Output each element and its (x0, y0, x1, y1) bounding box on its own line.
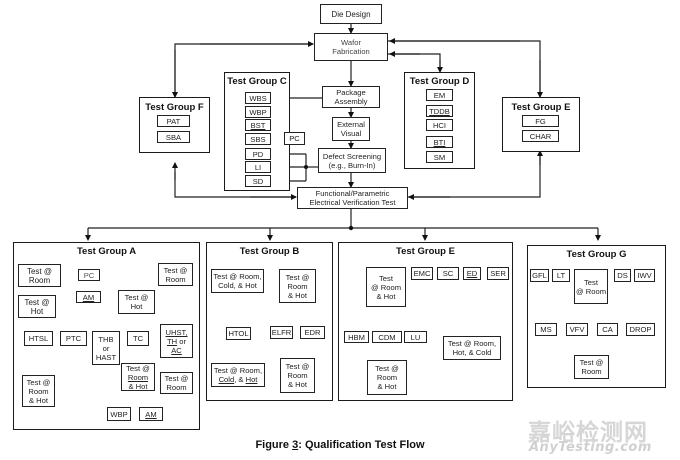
group-a-uhst-th-ac: UHST, TH or AC (160, 324, 193, 358)
group-a-test-room-bottom-right: Test @ Room (160, 372, 193, 394)
cold-label: Cold (218, 375, 235, 384)
defect-screening-box: Defect Screening (e.g., Burn-In) (318, 148, 386, 173)
group-b-test-room-hot-bottom: Test @ Room & Hot (280, 358, 315, 393)
group-title: Test Group E (396, 246, 455, 257)
group-c-pc: PC (284, 132, 305, 145)
test-at-room-label: Test @ Room, (213, 366, 263, 375)
group-d-bti: BTI (426, 136, 453, 148)
group-a-test-room: Test @ Room (18, 264, 61, 287)
group-title: Test Group D (409, 76, 470, 87)
group-g-vfv: VFV (566, 323, 588, 336)
group-e-emc: EMC (411, 267, 433, 280)
group-g-ms: MS (535, 323, 557, 336)
group-e-char: CHAR (522, 130, 559, 142)
group-g-test-room: Test @ Room (574, 269, 608, 304)
group-title: Test Group G (566, 249, 627, 260)
group-a-test-room-hot-mid: Test @ Room & Hot (121, 363, 155, 391)
group-title: Test Group F (145, 102, 204, 113)
group-e-ed: ED (463, 267, 481, 280)
group-g-ca: CA (597, 323, 618, 336)
room-label: Room (127, 372, 149, 382)
group-g-drop: DROP (626, 323, 655, 336)
group-c-li: LI (245, 161, 271, 173)
group-c-sd: SD (245, 175, 271, 187)
group-a-thb-hast: THB or HAST (92, 331, 120, 365)
group-b-test-room-cold-hot-bottom: Test @ Room, Cold, & Hot (211, 363, 265, 387)
caption-prefix: Figure (255, 439, 293, 451)
group-title: Test Group C (227, 76, 287, 87)
or-label: or (177, 336, 186, 346)
and-label: , & (234, 375, 246, 384)
group-b-test-room-cold-hot: Test @ Room, Cold, & Hot (211, 269, 264, 293)
group-a-htsl: HTSL (24, 331, 53, 346)
group-a-test-room-right: Test @ Room (158, 263, 193, 286)
group-b-edr: EDR (300, 326, 325, 339)
group-c-bst: BST (245, 119, 271, 131)
group-b-test-room-hot: Test @ Room & Hot (279, 269, 316, 303)
test-group-e: Test Group E (338, 242, 513, 401)
uhst-label: UHST, (165, 327, 188, 337)
th-label: TH (167, 336, 178, 346)
test-at-label: Test @ (126, 363, 150, 373)
group-a-test-room-hot-left: Test @ Room & Hot (22, 375, 55, 407)
external-visual-box: External Visual (332, 117, 370, 141)
group-title: Test Group E (511, 102, 571, 113)
group-a-test-hot-mid: Test @ Hot (118, 290, 155, 314)
group-e-fg: FG (522, 115, 559, 127)
group-g-gfl: GFL (530, 269, 549, 282)
die-design-box: Die Design (320, 4, 382, 24)
group-c-wbp: WBP (245, 106, 271, 118)
group-e-test-room-hot-bottom: Test @ Room & Hot (367, 360, 407, 395)
group-g-ds: DS (614, 269, 631, 282)
group-d-em: EM (426, 89, 453, 101)
group-a-am-bottom: AM (139, 407, 163, 421)
group-a-pc: PC (78, 269, 100, 281)
group-b-htol: HTOL (226, 327, 251, 340)
group-title: Test Group A (76, 246, 137, 257)
group-g-iwv: IWV (634, 269, 655, 282)
and-hot-label: & Hot (128, 381, 148, 391)
group-c-wbs: WBS (245, 92, 271, 104)
group-a-am: AM (76, 291, 101, 303)
group-b-elfr: ELFR (270, 326, 293, 339)
group-e-cdm: CDM (372, 331, 402, 343)
group-d-sm: SM (426, 151, 453, 163)
group-f-sba: SBA (157, 131, 190, 143)
group-a-wbp: WBP (107, 407, 131, 421)
group-g-lt: LT (552, 269, 570, 282)
group-a-tc: TC (127, 331, 149, 346)
group-g-test-room-bottom: Test @ Room (574, 355, 609, 379)
package-assembly-box: Package Assembly (322, 86, 380, 108)
caption-suffix: : Qualification Test Flow (298, 439, 425, 451)
group-e-test-room-hot: Test @ Room & Hot (366, 267, 406, 307)
group-d-tddb: TDDB (426, 105, 453, 117)
group-f-pat: PAT (157, 115, 190, 127)
functional-verification-test-box: Functional/Parametric Electrical Verific… (297, 187, 408, 209)
group-c-pd: PD (245, 148, 271, 160)
group-e-ser: SER (487, 267, 509, 280)
watermark-chinese: 嘉峪检测网 (528, 420, 648, 446)
wafor-fabrication-box: Wafor Fabrication (314, 33, 388, 61)
group-c-sbs: SBS (245, 133, 271, 145)
figure-caption: Figure 3: Qualification Test Flow (0, 439, 680, 451)
watermark-url: AnyTesting.com (529, 440, 652, 455)
caption-number: 3 (292, 439, 299, 451)
group-a-test-hot: Test @ Hot (18, 295, 56, 318)
group-title: Test Group B (239, 246, 300, 257)
group-d-hci: HCI (426, 119, 453, 131)
group-e-sc: SC (437, 267, 459, 280)
group-a-ptc: PTC (60, 331, 87, 346)
group-e-hbm: HBM (344, 331, 369, 343)
ac-label: AC (171, 345, 182, 355)
group-e-lu: LU (404, 331, 427, 343)
hot-label: Hot (245, 375, 258, 384)
test-group-e-top: Test Group E (502, 97, 580, 152)
test-group-c: Test Group C (224, 72, 290, 191)
group-e-test-room-hot-cold: Test @ Room, Hot, & Cold (443, 336, 501, 360)
